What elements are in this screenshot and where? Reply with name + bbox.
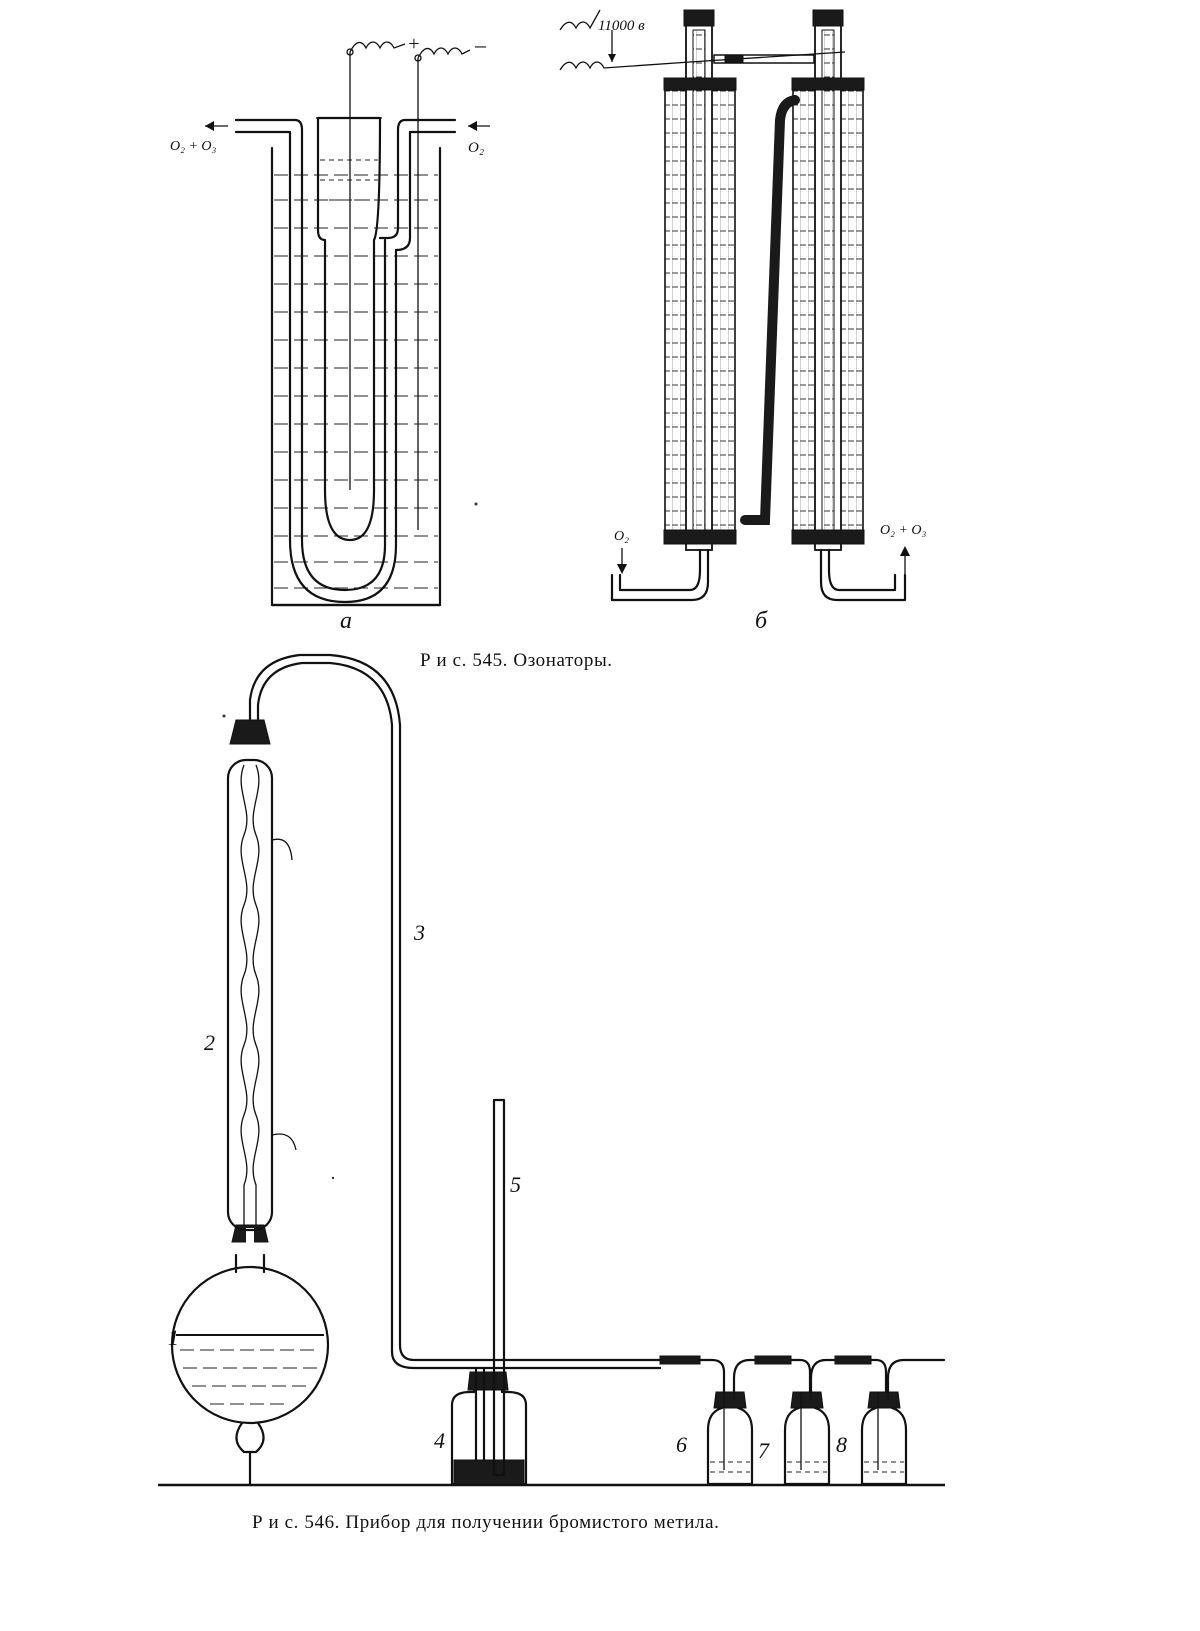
bottle-8	[860, 1391, 908, 1486]
label-7: 7	[758, 1438, 770, 1463]
label-6: 6	[676, 1432, 687, 1457]
methyl-bromide-apparatus: 1 2 3 4 5 6 7 8	[158, 653, 946, 1487]
ozonator-b: 11000 в O₂ O₂ + O₃ б	[559, 9, 927, 634]
bottle-6	[706, 1391, 754, 1486]
panel-b-label: б	[755, 608, 768, 634]
label-1: 1	[168, 1325, 179, 1350]
voltage-label: 11000 в	[598, 18, 645, 34]
ozonator-a: + – O₂ + O₃ O₂ a	[170, 32, 490, 634]
outlet-gas-label-b: O₂ + O₃	[880, 523, 927, 538]
label-3: 3	[413, 920, 425, 945]
figure-545-caption: Р и с. 545. Озонаторы.	[420, 650, 613, 671]
label-2: 2	[204, 1030, 215, 1055]
flask-1	[170, 1224, 330, 1487]
outlet-gas-label-a: O₂ + O₃	[170, 139, 217, 154]
plus-terminal-label: +	[407, 33, 421, 55]
minus-terminal-label: –	[474, 32, 487, 57]
inlet-gas-label-a: O₂	[468, 140, 484, 156]
label-5: 5	[510, 1172, 521, 1197]
bottle-7	[783, 1391, 831, 1486]
bottle-4	[450, 1366, 528, 1486]
jar-water	[274, 174, 438, 589]
condenser-2	[226, 719, 297, 1232]
label-4: 4	[434, 1428, 445, 1453]
inlet-gas-label-b: O₂	[614, 529, 629, 544]
label-8: 8	[836, 1432, 847, 1457]
panel-a-label: a	[340, 608, 352, 634]
figure-546-caption: Р и с. 546. Прибор для получении бромист…	[252, 1512, 720, 1533]
